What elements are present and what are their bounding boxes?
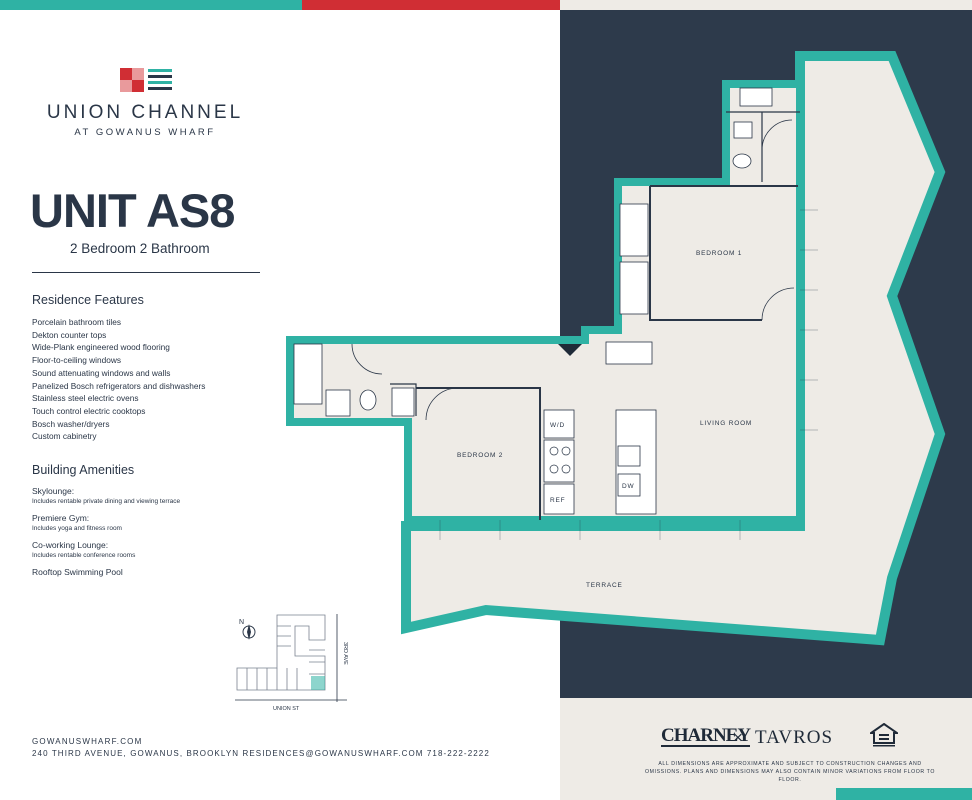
feature-item: Floor-to-ceiling windows xyxy=(32,355,121,366)
tavros-logo: TAVROS xyxy=(755,727,834,748)
disclaimer: ALL DIMENSIONS ARE APPROXIMATE AND SUBJE… xyxy=(645,761,935,783)
features-heading: Residence Features xyxy=(32,293,144,307)
north-label: N xyxy=(239,619,244,626)
street-union: UNION ST xyxy=(273,706,300,712)
amenity-desc: Includes rentable conference rooms xyxy=(32,552,136,559)
footer-address: 240 THIRD AVENUE, GOWANUS, BROOKLYN RESI… xyxy=(32,749,490,758)
feature-item: Bosch washer/dryers xyxy=(32,418,110,429)
unit-title: UNIT AS8 xyxy=(30,184,235,237)
amenity-name: Skylounge: xyxy=(32,486,75,496)
amenity-item: Co-working Lounge: Includes rentable con… xyxy=(32,540,135,559)
brand-logo-icon xyxy=(120,68,172,92)
amenity-item: Premiere Gym: Includes yoga and fitness … xyxy=(32,513,122,532)
equal-housing-opportunity-icon xyxy=(870,723,898,747)
navy-backdrop xyxy=(560,10,972,698)
amenity-item: Skylounge: Includes rentable private din… xyxy=(32,486,180,505)
brand-name: UNION CHANNEL xyxy=(46,102,244,123)
partner-separator: × xyxy=(733,728,743,747)
feature-item: Dekton counter tops xyxy=(32,329,107,340)
top-accent-bar-teal xyxy=(0,0,302,10)
street-third-ave: 3RD AVE xyxy=(342,642,348,665)
features-list: Porcelain bathroom tiles Dekton counter … xyxy=(32,316,205,443)
feature-item: Stainless steel electric ovens xyxy=(32,393,139,404)
brand-subtitle: AT GOWANUS WHARF xyxy=(74,127,216,138)
feature-item: Wide-Plank engineered wood flooring xyxy=(32,342,170,353)
amenities-heading: Building Amenities xyxy=(32,463,135,477)
charney-logo: CHARNEY xyxy=(661,725,751,747)
amenity-item: Rooftop Swimming Pool xyxy=(32,567,123,577)
bottom-accent-bar xyxy=(836,788,972,800)
footer-website[interactable]: GOWANUSWHARF.COM xyxy=(32,737,143,746)
amenity-name: Premiere Gym: xyxy=(32,513,90,523)
feature-item: Sound attenuating windows and walls xyxy=(32,367,171,378)
key-plan: N UNION ST 3RD AVE xyxy=(235,614,348,712)
feature-item: Touch control electric cooktops xyxy=(32,405,146,416)
top-accent-bar-red xyxy=(302,0,560,10)
feature-item: Porcelain bathroom tiles xyxy=(32,317,122,327)
amenity-name: Rooftop Swimming Pool xyxy=(32,567,123,577)
amenity-desc: Includes yoga and fitness room xyxy=(32,525,122,532)
amenity-desc: Includes rentable private dining and vie… xyxy=(32,498,181,505)
divider xyxy=(32,272,260,273)
unit-bed-bath: 2 Bedroom 2 Bathroom xyxy=(70,241,210,256)
feature-item: Custom cabinetry xyxy=(32,431,97,442)
feature-item: Panelized Bosch refrigerators and dishwa… xyxy=(32,380,206,391)
amenity-name: Co-working Lounge: xyxy=(32,540,109,550)
compass-icon: N xyxy=(239,619,256,640)
